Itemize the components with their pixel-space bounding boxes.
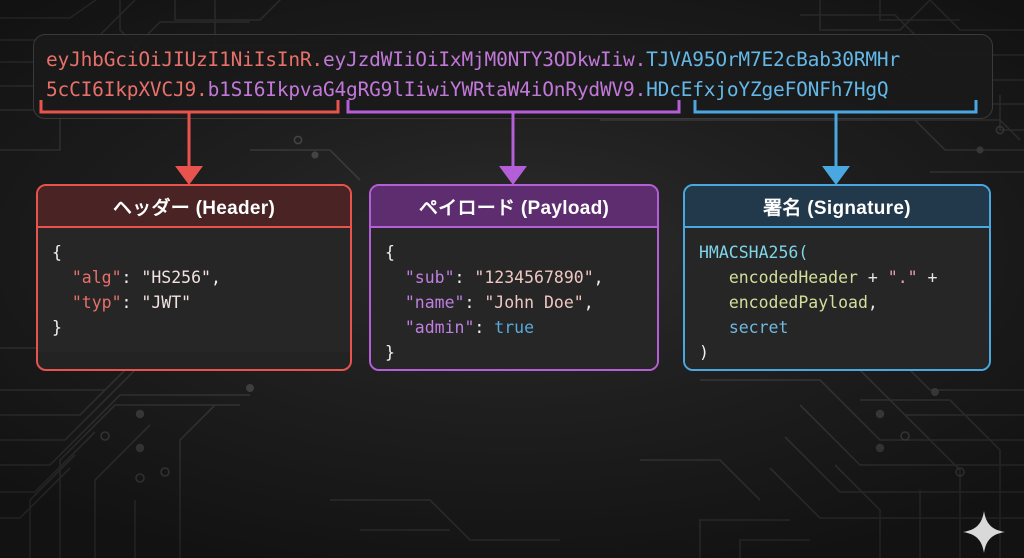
sparkle-star-icon	[963, 511, 1005, 553]
token-payload-part-line1: eyJzdWIiOiIxMjM0NTY3ODkwIiw	[322, 48, 635, 71]
token-separator-4: .	[634, 78, 647, 101]
header-part-code: { "alg": "HS256", "typ": "JWT" }	[38, 228, 350, 352]
token-separator-1: .	[311, 48, 323, 71]
token-payload-part-line2: b1SI6IkpvaG4gRG9lIiwiYWRtaW4iOnRydWV9	[207, 78, 635, 101]
token-signature-part-line2: HDcEfxjoYZgeFONFh7HgQ	[646, 78, 889, 101]
header-part-box: ヘッダー (Header) { "alg": "HS256", "typ": "…	[36, 184, 352, 371]
signature-part-code: HMACSHA256( encodedHeader + "." + encode…	[685, 228, 989, 369]
token-header-part-line2: 5cCI6IkpXVCJ9	[46, 78, 197, 101]
header-part-title: ヘッダー (Header)	[38, 186, 350, 228]
token-separator-3: .	[196, 78, 208, 101]
token-separator-2: .	[634, 48, 647, 71]
signature-part-title: 署名 (Signature)	[685, 186, 989, 228]
jwt-token-line-1: eyJhbGciOiJIUzI1NiIsInR.eyJzdWIiOiIxMjM0…	[46, 45, 980, 75]
payload-part-box: ペイロード (Payload) { "sub": "1234567890", "…	[369, 184, 659, 371]
signature-part-box: 署名 (Signature) HMACSHA256( encodedHeader…	[683, 184, 991, 371]
token-signature-part-line1: TJVA95OrM7E2cBab30RMHr	[646, 48, 900, 71]
jwt-token-line-2: 5cCI6IkpXVCJ9.b1SI6IkpvaG4gRG9lIiwiYWRta…	[46, 75, 980, 105]
payload-part-code: { "sub": "1234567890", "name": "John Doe…	[371, 228, 657, 369]
payload-part-title: ペイロード (Payload)	[371, 186, 657, 228]
jwt-token-panel: eyJhbGciOiJIUzI1NiIsInR.eyJzdWIiOiIxMjM0…	[33, 34, 993, 119]
token-header-part-line1: eyJhbGciOiJIUzI1NiIsInR	[46, 48, 312, 71]
